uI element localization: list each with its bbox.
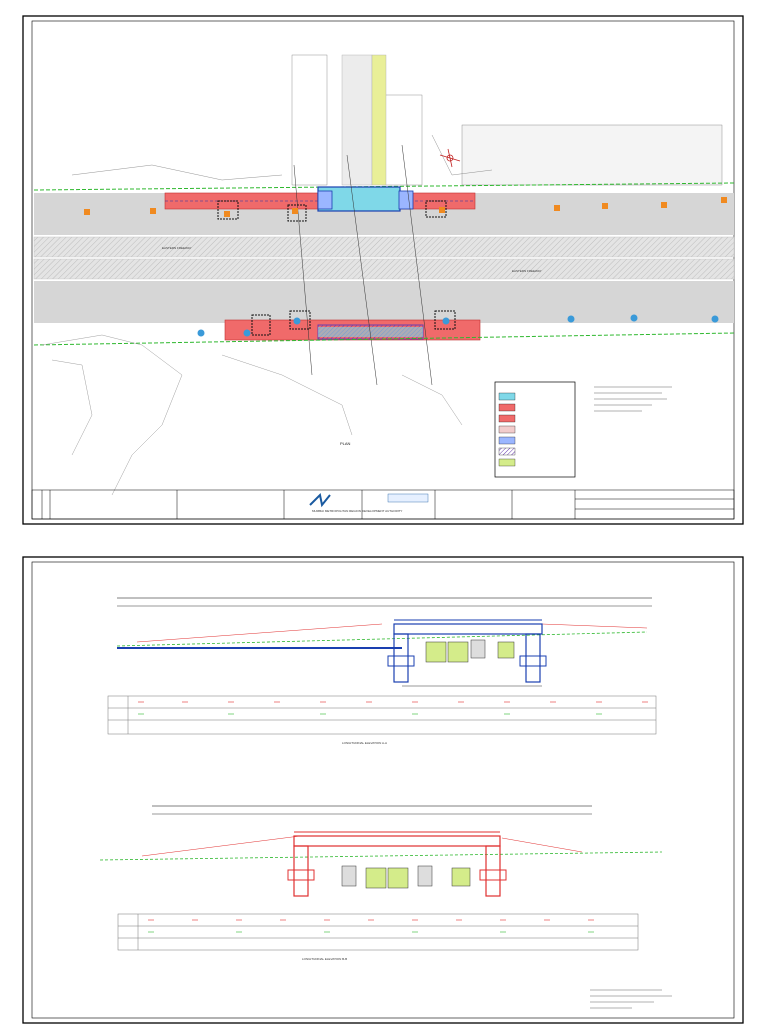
drawing-sheet-plan: EASTERN FREEWAY EASTERN FREEWAY	[22, 15, 744, 525]
trees-blue	[197, 314, 719, 337]
elevation-b	[99, 805, 663, 897]
mmrda-logo	[309, 492, 331, 508]
plan-drawing: EASTERN FREEWAY EASTERN FREEWAY	[22, 15, 744, 525]
road-south	[34, 281, 734, 323]
title-block-authority: MUMBAI METROPOLITAN REGION DEVELOPMENT A…	[312, 509, 402, 513]
north-arrow-icon	[439, 148, 461, 168]
plan-title: PLAN	[340, 441, 351, 446]
levels-table-b	[117, 913, 639, 951]
elevation-drawing: LONGITUDINAL ELEVATION A-A	[22, 556, 744, 1024]
elevation-a	[116, 597, 652, 687]
drawing-sheet-elevations: LONGITUDINAL ELEVATION A-A	[22, 556, 744, 1024]
legend-swatches	[498, 392, 516, 467]
concourse-south	[318, 327, 423, 337]
consultant-logo	[387, 493, 429, 503]
surrounding-buildings	[71, 54, 723, 186]
general-notes-2	[590, 989, 672, 1009]
freeway-hatch-1	[34, 237, 734, 257]
stair-north-west	[317, 190, 333, 210]
stair-north-east	[398, 190, 414, 210]
freeway-hatch-2	[34, 259, 734, 279]
levels-table-a	[107, 695, 657, 735]
road-label-1: EASTERN FREEWAY	[162, 246, 192, 250]
trees-orange	[84, 197, 727, 217]
railway-tracks	[341, 54, 387, 186]
section-lines	[293, 144, 433, 386]
sheet-border	[22, 15, 744, 525]
buildings-south	[41, 334, 463, 496]
elevation-b-title: LONGITUDINAL ELEVATION B-B	[302, 957, 347, 961]
boundary-line-bottom	[33, 332, 735, 346]
elevation-a-title: LONGITUDINAL ELEVATION A-A	[342, 741, 387, 745]
sheet-border-2	[22, 556, 744, 1024]
road-label-2: EASTERN FREEWAY	[512, 269, 542, 273]
general-notes	[594, 386, 672, 412]
approach-stairs	[217, 200, 456, 336]
sheet-inner-border-2	[31, 561, 735, 1019]
title-block	[31, 489, 735, 520]
